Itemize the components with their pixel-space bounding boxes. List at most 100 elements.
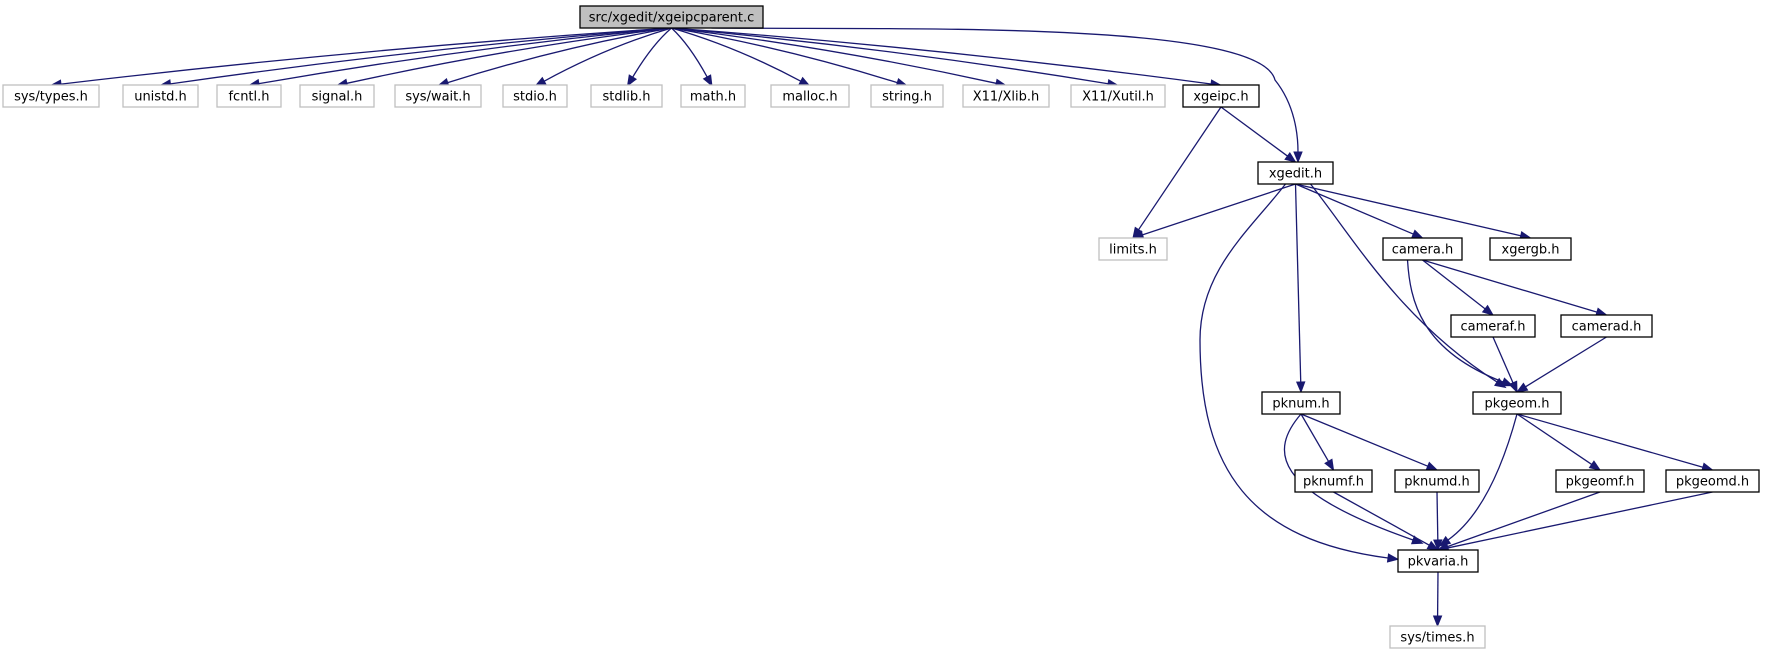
edge-line	[1516, 413, 1593, 465]
edge-pknum-to-pknumf	[1300, 413, 1335, 472]
node-box	[1665, 469, 1760, 493]
node-camerad[interactable]: camerad.h	[1560, 314, 1653, 338]
edge-line	[1447, 491, 1601, 548]
arrowhead-icon	[1515, 382, 1529, 393]
node-box	[1294, 469, 1373, 493]
edge-line	[1492, 336, 1514, 384]
node-label: fcntl.h	[228, 90, 269, 105]
node-label: pknum.h	[1272, 397, 1329, 412]
node-label: pkgeomf.h	[1566, 475, 1635, 490]
arrowhead-icon	[1425, 461, 1439, 471]
node-box	[579, 5, 764, 29]
edge-line	[671, 27, 802, 82]
arrowhead-icon	[1295, 381, 1306, 394]
edge-line	[1294, 183, 1302, 383]
node-label: xgeipc.h	[1193, 90, 1248, 105]
edge-camerad-to-pkgeom	[1515, 336, 1607, 393]
node-box	[122, 84, 199, 108]
edge-xgedit-to-limits	[1131, 183, 1296, 240]
node-label: pkgeomd.h	[1676, 475, 1749, 490]
arrowhead-icon	[626, 74, 638, 87]
node-box	[770, 84, 850, 108]
edge-line	[632, 27, 672, 78]
arrowhead-icon	[1426, 540, 1440, 551]
arrowhead-icon	[1386, 553, 1400, 563]
node-pkgeomd[interactable]: pkgeomd.h	[1665, 469, 1760, 493]
node-pkvaria[interactable]: pkvaria.h	[1397, 549, 1479, 573]
edge-cameraf-to-pkgeom	[1492, 336, 1518, 394]
node-pkgeomf[interactable]: pkgeomf.h	[1555, 469, 1645, 493]
arrowhead-icon	[1508, 380, 1518, 394]
edge-line	[60, 27, 672, 85]
node-box	[1261, 391, 1341, 415]
edge-line	[1199, 183, 1389, 559]
edge-line	[447, 27, 672, 84]
node-box	[1389, 625, 1486, 649]
edge-camera-to-cameraf	[1422, 259, 1495, 316]
node-label: pkgeom.h	[1484, 397, 1549, 412]
node-signal: signal.h	[299, 84, 375, 108]
node-label: stdlib.h	[603, 90, 651, 105]
edge-line	[346, 27, 672, 84]
edge-camera-to-camerad	[1422, 259, 1608, 317]
node-sys-wait: sys/wait.h	[394, 84, 482, 108]
arrowhead-icon	[1410, 229, 1424, 239]
node-xlib: X11/Xlib.h	[962, 84, 1050, 108]
node-camera[interactable]: camera.h	[1382, 237, 1463, 261]
node-box	[1555, 469, 1645, 493]
edge-xgedit-to-pknum	[1294, 183, 1306, 394]
node-label: pkvaria.h	[1408, 555, 1469, 570]
node-stdio: stdio.h	[502, 84, 568, 108]
node-pknumf[interactable]: pknumf.h	[1294, 469, 1373, 493]
edge-root-to-math	[671, 27, 713, 87]
edge-line	[1422, 259, 1598, 313]
node-xgedit[interactable]: xgedit.h	[1257, 161, 1334, 185]
edge-line	[1447, 413, 1518, 541]
edge-pkvaria-to-sys-times	[1432, 571, 1443, 628]
edge-pkgeom-to-pkgeomf	[1516, 413, 1602, 471]
edge-line	[1516, 413, 1704, 468]
node-label: cameraf.h	[1460, 320, 1525, 335]
edge-xgedit-to-xgergb	[1295, 183, 1532, 241]
node-cameraf[interactable]: cameraf.h	[1450, 314, 1536, 338]
arrowhead-icon	[1433, 539, 1443, 552]
node-unistd: unistd.h	[122, 84, 199, 108]
node-root: src/xgedit/xgeipcparent.c	[579, 5, 764, 29]
edge-line	[1422, 259, 1486, 310]
node-pkgeom[interactable]: pkgeom.h	[1472, 391, 1562, 415]
node-label: pknumd.h	[1404, 475, 1470, 490]
edge-pknumf-to-pkvaria	[1333, 491, 1440, 551]
edge-line	[1436, 491, 1439, 541]
edge-line	[1138, 106, 1222, 231]
node-label: string.h	[882, 90, 932, 105]
edge-line	[1447, 491, 1713, 549]
node-label: unistd.h	[134, 90, 187, 105]
node-box	[1489, 237, 1572, 261]
node-pknumd[interactable]: pknumd.h	[1394, 469, 1480, 493]
node-xgeipc[interactable]: xgeipc.h	[1182, 84, 1260, 108]
node-label: malloc.h	[782, 90, 837, 105]
edge-root-to-sys-types	[49, 27, 672, 89]
node-fcntl: fcntl.h	[216, 84, 282, 108]
node-pknum[interactable]: pknum.h	[1261, 391, 1341, 415]
node-box	[216, 84, 282, 108]
node-xgergb[interactable]: xgergb.h	[1489, 237, 1572, 261]
arrowhead-icon	[1588, 460, 1602, 471]
edges-layer	[49, 27, 1714, 628]
node-box	[590, 84, 663, 108]
edge-line	[1406, 259, 1504, 383]
node-box	[1098, 237, 1168, 261]
edge-line	[1300, 413, 1428, 467]
node-label: pknumf.h	[1303, 475, 1364, 490]
arrowhead-icon	[1432, 615, 1443, 628]
node-box	[1070, 84, 1166, 108]
edge-line	[1525, 336, 1607, 388]
node-math: math.h	[680, 84, 746, 108]
node-box	[502, 84, 568, 108]
node-box	[1382, 237, 1463, 261]
edge-xgeipc-to-xgedit	[1220, 106, 1297, 163]
node-label: math.h	[690, 90, 736, 105]
node-label: sys/wait.h	[405, 90, 470, 105]
arrowhead-icon	[702, 74, 713, 87]
edge-line	[1295, 183, 1521, 237]
